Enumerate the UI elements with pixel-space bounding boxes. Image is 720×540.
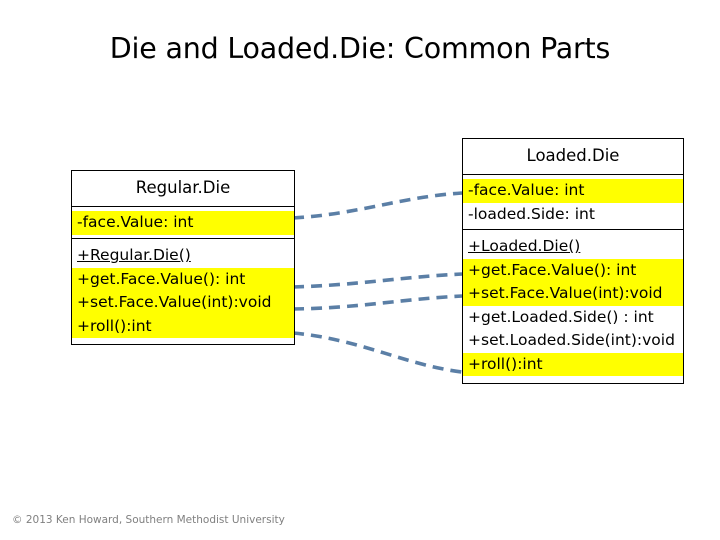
operation-row-constructor[interactable]: +Regular.Die() [72,244,294,268]
operation-row-get-face-value[interactable]: +get.Face.Value(): int [463,258,683,282]
class-name-loaded-die: Loaded.Die [526,146,620,165]
footer-copyright: © 2013 Ken Howard, Southern Methodist Un… [12,514,285,526]
attribute-compartment-loaded-die: -face.Value: int -loaded.Side: int [463,175,683,230]
attribute-row-face-value[interactable]: -face.Value: int [463,179,683,203]
operation-row-constructor[interactable]: +Loaded.Die() [463,235,683,259]
page-title: Die and Loaded.Die: Common Parts [109,32,611,65]
operation-label-loaded-die-constructor: +Loaded.Die() [468,237,581,255]
operation-row-roll[interactable]: +roll():int [463,352,683,376]
attribute-compartment-regular-die: -face.Value: int [72,207,294,239]
connector-face-value [292,191,463,220]
class-name-compartment-regular-die: Regular.Die [72,171,294,207]
operation-row-get-loaded-side[interactable]: +get.Loaded.Side() : int [463,305,683,329]
attribute-row-face-value[interactable]: -face.Value: int [72,211,294,235]
uml-class-regular-die[interactable]: Regular.Die -face.Value: int +Regular.Di… [71,170,295,345]
operation-row-get-face-value[interactable]: +get.Face.Value(): int [72,267,294,291]
connector-get-face-value [292,272,463,289]
connector-set-face-value [292,294,463,311]
uml-class-loaded-die[interactable]: Loaded.Die -face.Value: int -loaded.Side… [462,138,684,384]
class-name-regular-die: Regular.Die [135,178,231,197]
operation-row-set-face-value[interactable]: +set.Face.Value(int):void [463,282,683,306]
operation-compartment-loaded-die: +Loaded.Die() +get.Face.Value(): int +se… [463,230,683,383]
attribute-row-loaded-side[interactable]: -loaded.Side: int [463,202,683,226]
operation-row-set-loaded-side[interactable]: +set.Loaded.Side(int):void [463,329,683,353]
class-name-compartment-loaded-die: Loaded.Die [463,139,683,175]
operation-compartment-regular-die: +Regular.Die() +get.Face.Value(): int +s… [72,239,294,344]
operation-row-roll[interactable]: +roll():int [72,314,294,338]
operation-row-set-face-value[interactable]: +set.Face.Value(int):void [72,291,294,315]
connector-roll [292,331,463,374]
operation-label-regular-die-constructor: +Regular.Die() [77,246,191,264]
